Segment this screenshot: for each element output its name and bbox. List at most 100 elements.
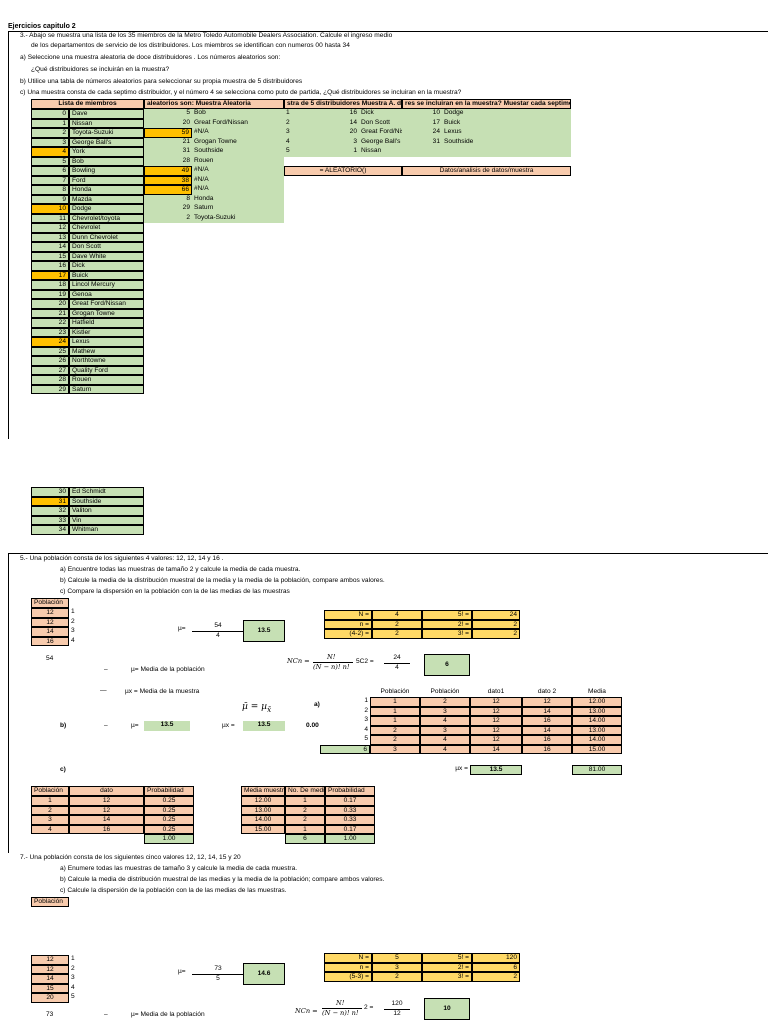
member-id: 25 bbox=[31, 346, 69, 356]
combo-value: 2 bbox=[372, 629, 422, 639]
population-value: 12 bbox=[31, 617, 69, 627]
ex5-ncn-value-box: 6 bbox=[424, 654, 472, 676]
sample-dato2: 14 bbox=[522, 706, 572, 716]
ex3-line-6: c) Una muestra consta de cada septimo di… bbox=[20, 89, 462, 96]
prob-index: 2 bbox=[31, 805, 69, 815]
random-number: 29 bbox=[144, 204, 192, 214]
sample-index: 3 bbox=[364, 716, 368, 723]
ex5-b-mux-value: 13.5 bbox=[243, 721, 285, 731]
member-id: 33 bbox=[31, 515, 69, 525]
sample-mean: 12.00 bbox=[572, 697, 622, 707]
seventh-empty bbox=[402, 147, 571, 157]
seventh-member: Lexus bbox=[442, 128, 571, 138]
member-id: 3 bbox=[31, 137, 69, 147]
population-index: 3 bbox=[69, 974, 83, 984]
member-name: Mathew bbox=[69, 346, 144, 356]
means-header: No. De medias bbox=[285, 786, 325, 796]
ex5-difference: 0.00 bbox=[306, 722, 319, 729]
random-number: 28 bbox=[144, 156, 192, 166]
sample-pop-b: 4 bbox=[420, 735, 470, 745]
ex3-line-2: de los departamentos de servicio de los … bbox=[31, 42, 350, 49]
ex5-divider bbox=[8, 553, 768, 554]
member-id: 18 bbox=[31, 280, 69, 290]
means-count: 2 bbox=[285, 805, 325, 815]
ex5-line-3: b) Calcule la media de la distribución m… bbox=[60, 577, 385, 584]
member-id: 2 bbox=[31, 128, 69, 138]
ex5-ncn-bar bbox=[384, 663, 410, 664]
sample-dato1: 12 bbox=[470, 716, 522, 726]
seventh-member: Buick bbox=[442, 118, 571, 128]
means-header: Probabilidad bbox=[325, 786, 375, 796]
ex7-line-3: b) Calcule la media de distribución mues… bbox=[60, 876, 385, 883]
prob-header: Población bbox=[31, 786, 69, 796]
prob-probability: 0.25 bbox=[144, 824, 194, 834]
member-name: Chevrolet bbox=[69, 223, 144, 233]
member-id: 32 bbox=[31, 506, 69, 516]
ex7-ncn-value: 10 bbox=[424, 998, 470, 1020]
header-random-sample: aleatorios son: Muestra Aleatoria bbox=[144, 99, 284, 109]
member-id: 14 bbox=[31, 242, 69, 252]
sample-dato1: 12 bbox=[470, 706, 522, 716]
combo-factorial-value: 2 bbox=[472, 619, 520, 629]
member-id: 22 bbox=[31, 318, 69, 328]
member-id: 7 bbox=[31, 175, 69, 185]
sample-index: 2 bbox=[284, 118, 334, 128]
population-label: Población bbox=[31, 598, 69, 608]
ex7-ncn-formula-label: NCn = bbox=[295, 1007, 318, 1015]
mean-total: 81.00 bbox=[572, 765, 622, 775]
member-name: Dick bbox=[69, 261, 144, 271]
ex3-line-1: 3.- Abajo se muestra una lista de los 35… bbox=[20, 32, 393, 39]
member-name: York bbox=[69, 147, 144, 157]
combo-value: 4 bbox=[372, 610, 422, 620]
sample-index: 3 bbox=[284, 128, 334, 138]
sample-member: Great Ford/Nissan bbox=[359, 128, 402, 138]
combo-value: 5 bbox=[372, 953, 422, 963]
sample-pop-a: 1 bbox=[370, 697, 420, 707]
header-sample-5: stra de 5 distribuidores Muestra A. de 5 bbox=[284, 99, 402, 109]
ex3-line-3: a) Seleccione una muestra aleatoria de d… bbox=[20, 54, 281, 61]
sample-index: 5 bbox=[364, 735, 368, 742]
prob-probability: 0.25 bbox=[144, 815, 194, 825]
ex5-line-2: a) Encuentre todas las muestras de tamañ… bbox=[60, 566, 301, 573]
ex7-dash: – bbox=[104, 1011, 108, 1018]
member-name: Hatfield bbox=[69, 318, 144, 328]
ex5-ncn-den: 4 bbox=[395, 664, 399, 671]
prob-total: 1.00 bbox=[144, 834, 194, 844]
formula-cell: = ALEATORIO() bbox=[284, 166, 402, 176]
random-member: Saturn bbox=[192, 204, 284, 214]
member-id: 34 bbox=[31, 525, 69, 535]
blank bbox=[522, 765, 572, 775]
member-name: Ford bbox=[69, 175, 144, 185]
member-name: Bob bbox=[69, 156, 144, 166]
ex5-mu-description: µ= Media de la población bbox=[131, 666, 205, 673]
sample-dato2: 16 bbox=[522, 744, 572, 754]
page-title: Ejercicios capitulo 2 bbox=[8, 23, 76, 30]
member-name: Chevrolet/toyota bbox=[69, 213, 144, 223]
ex5-mu-equality: µ̄ = µx̄ bbox=[242, 702, 272, 714]
ex7-ncn-formula-bar bbox=[322, 1008, 362, 1009]
member-id: 5 bbox=[31, 156, 69, 166]
sample-mean: 14.00 bbox=[572, 716, 622, 726]
sample-pop-a: 1 bbox=[370, 706, 420, 716]
population-index: 4 bbox=[69, 636, 83, 646]
ex7-mu-symbol: µ= bbox=[178, 968, 186, 975]
ex7-ncn-formula-den: (N − n)! n! bbox=[322, 1009, 359, 1017]
combo-factorial-label: 5! = bbox=[422, 610, 472, 620]
ex5-ncn-formula-label: NCn = bbox=[287, 657, 310, 665]
sample-member: Don Scott bbox=[359, 118, 402, 128]
ex5-b-mu-symbol: µ= bbox=[131, 722, 139, 729]
ex5-mu-symbol: µ= bbox=[178, 625, 186, 632]
sample-dato1: 12 bbox=[470, 697, 522, 707]
member-name: Lexus bbox=[69, 337, 144, 347]
ex5-mu-denominator: 4 bbox=[216, 632, 220, 639]
random-member: #N/A bbox=[192, 128, 284, 138]
means-probability: 0.17 bbox=[325, 824, 375, 834]
ex7-population-label-cell: Población bbox=[31, 897, 69, 907]
prob-index: 1 bbox=[31, 796, 69, 806]
section-border-left bbox=[8, 31, 9, 439]
random-number: 38 bbox=[144, 175, 192, 185]
member-id: 26 bbox=[31, 356, 69, 366]
means-count: 1 bbox=[285, 824, 325, 834]
population-index: 5 bbox=[69, 993, 83, 1003]
means-total-count: 6 bbox=[285, 834, 325, 844]
